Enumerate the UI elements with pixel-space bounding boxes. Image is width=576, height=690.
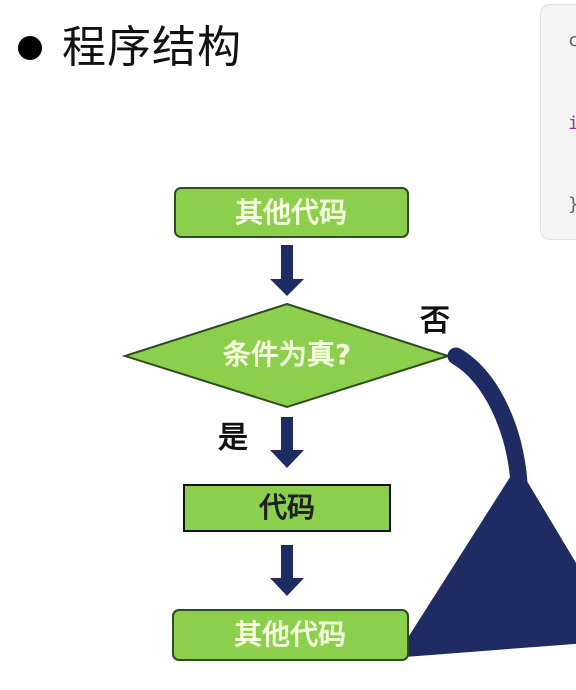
code-line-3: } [568,196,576,214]
page-title: 程序结构 [62,22,242,73]
code-node-box [183,484,391,532]
false-branch-arrow [395,347,576,658]
end-node-box [172,609,409,661]
code-panel: c i } [540,4,576,240]
end-node-label: 其他代码 [234,618,346,651]
start-node-box [174,187,409,238]
condition-node-label: 条件为真? [223,338,351,371]
bullet-icon [18,36,42,60]
start-node-label: 其他代码 [235,196,347,229]
down-arrow-2 [270,417,304,468]
code-line-2: i [568,115,576,133]
code-line-1: c [568,32,576,50]
condition-node [121,302,452,409]
down-arrow-3 [270,545,304,596]
yes-label: 是 [218,421,248,456]
no-label: 否 [420,304,450,339]
down-arrow-1 [270,245,304,296]
section-heading: 程序结构 [18,20,242,76]
code-node-label: 代码 [258,491,315,524]
